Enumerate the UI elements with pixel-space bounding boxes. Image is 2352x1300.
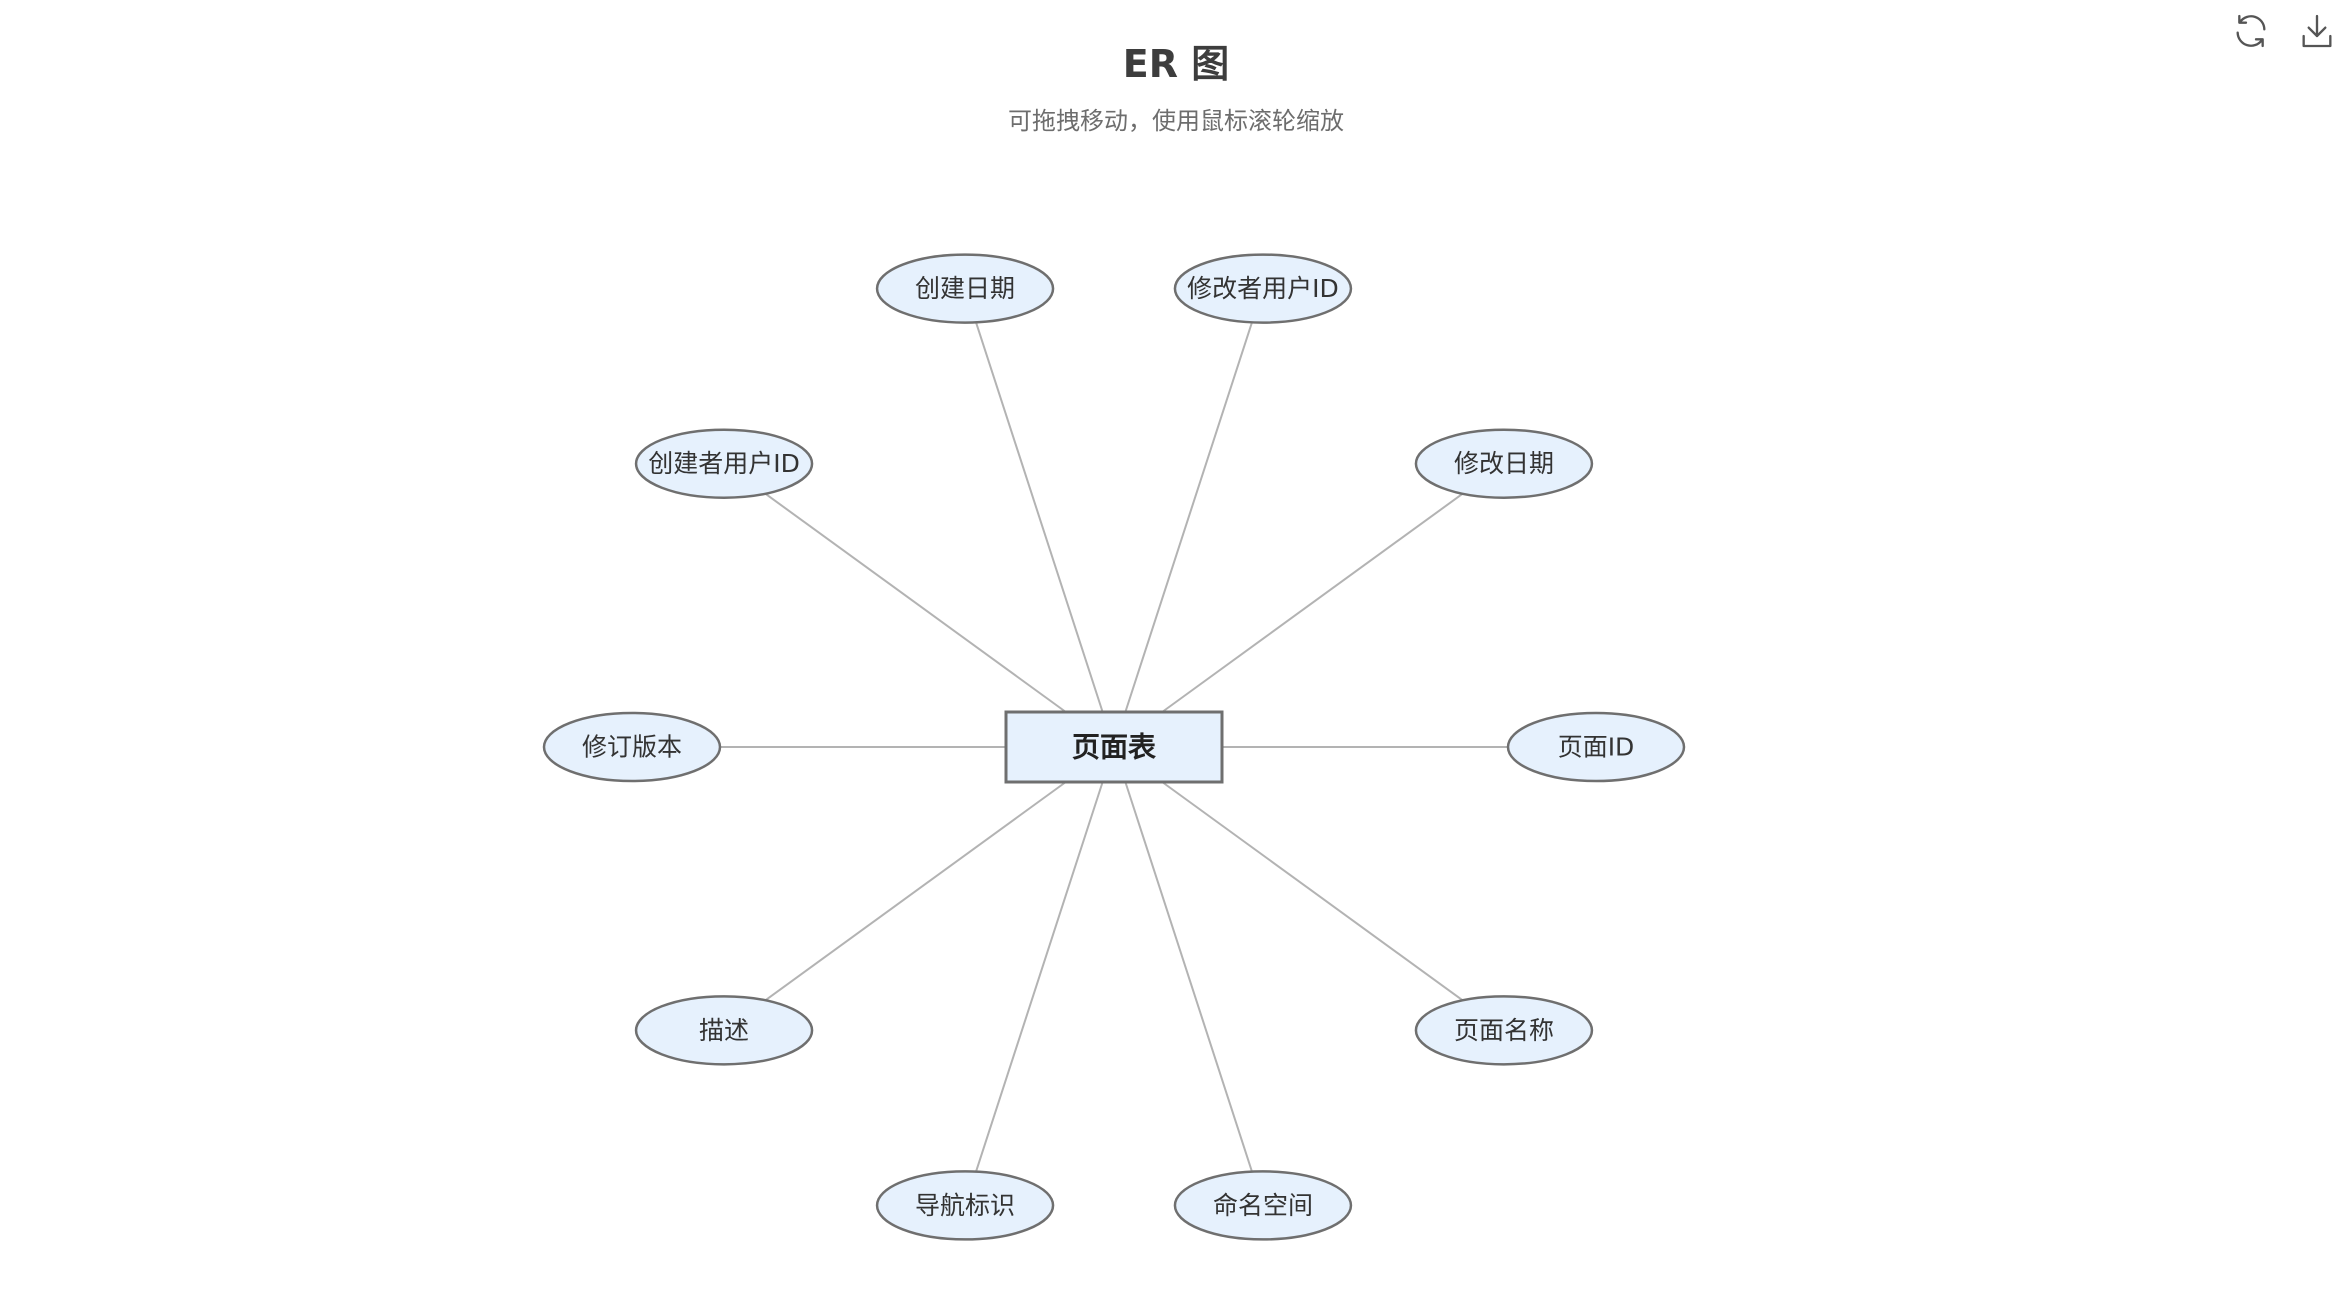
attribute-label: 修订版本 — [582, 733, 682, 762]
diagram-header: ER 图 可拖拽移动，使用鼠标滚轮缩放 — [0, 40, 2352, 136]
refresh-button[interactable] — [2228, 8, 2274, 54]
attribute-node[interactable]: 修订版本 — [542, 711, 722, 783]
attribute-label: 页面名称 — [1454, 1016, 1554, 1045]
attribute-label: 描述 — [699, 1016, 749, 1045]
attribute-label: 命名空间 — [1213, 1191, 1313, 1220]
attribute-ellipse — [1506, 711, 1686, 783]
attribute-ellipse — [875, 253, 1055, 324]
attribute-node[interactable]: 修改日期 — [1414, 428, 1594, 499]
relationship-edge — [1161, 781, 1464, 1002]
attribute-ellipse — [1173, 253, 1353, 324]
edge-layer — [720, 322, 1508, 1172]
entity-box — [1004, 710, 1224, 784]
attribute-node[interactable]: 页面名称 — [1414, 995, 1594, 1066]
attribute-ellipse — [542, 711, 722, 783]
attribute-ellipse — [1173, 1170, 1353, 1241]
download-icon — [2302, 14, 2332, 48]
attribute-node[interactable]: 页面ID — [1506, 711, 1686, 783]
relationship-edge — [1124, 781, 1253, 1172]
relationship-edge — [764, 492, 1067, 713]
attribute-label: 修改日期 — [1454, 449, 1554, 478]
attribute-node[interactable]: 命名空间 — [1173, 1170, 1353, 1241]
attribute-ellipse — [875, 1170, 1055, 1241]
entity-label: 页面表 — [1072, 731, 1156, 764]
attribute-node[interactable]: 导航标识 — [875, 1170, 1055, 1241]
attribute-node[interactable]: 创建日期 — [875, 253, 1055, 324]
attribute-ellipse — [1414, 428, 1594, 499]
entity-node[interactable]: 页面表 — [1004, 710, 1224, 784]
relationship-edge — [764, 781, 1067, 1002]
relationship-edge — [975, 322, 1104, 713]
diagram-toolbar — [2228, 8, 2340, 54]
relationship-edge — [1161, 492, 1464, 713]
refresh-icon — [2236, 14, 2266, 48]
download-button[interactable] — [2294, 8, 2340, 54]
page-title: ER 图 — [1122, 42, 1230, 86]
attribute-label: 创建日期 — [915, 274, 1015, 303]
attribute-ellipse — [634, 995, 814, 1066]
attribute-ellipse — [634, 428, 814, 499]
attribute-ellipse — [1414, 995, 1594, 1066]
attribute-label: 创建者用户ID — [648, 449, 800, 478]
relationship-edge — [975, 781, 1104, 1172]
relationship-edge — [1124, 322, 1253, 713]
attribute-label: 页面ID — [1558, 733, 1635, 762]
attribute-node[interactable]: 描述 — [634, 995, 814, 1066]
attribute-label: 修改者用户ID — [1187, 274, 1339, 303]
attribute-node[interactable]: 修改者用户ID — [1173, 253, 1353, 324]
page-subtitle: 可拖拽移动，使用鼠标滚轮缩放 — [1008, 107, 1344, 135]
attribute-node[interactable]: 创建者用户ID — [634, 428, 814, 499]
attribute-label: 导航标识 — [915, 1191, 1015, 1220]
